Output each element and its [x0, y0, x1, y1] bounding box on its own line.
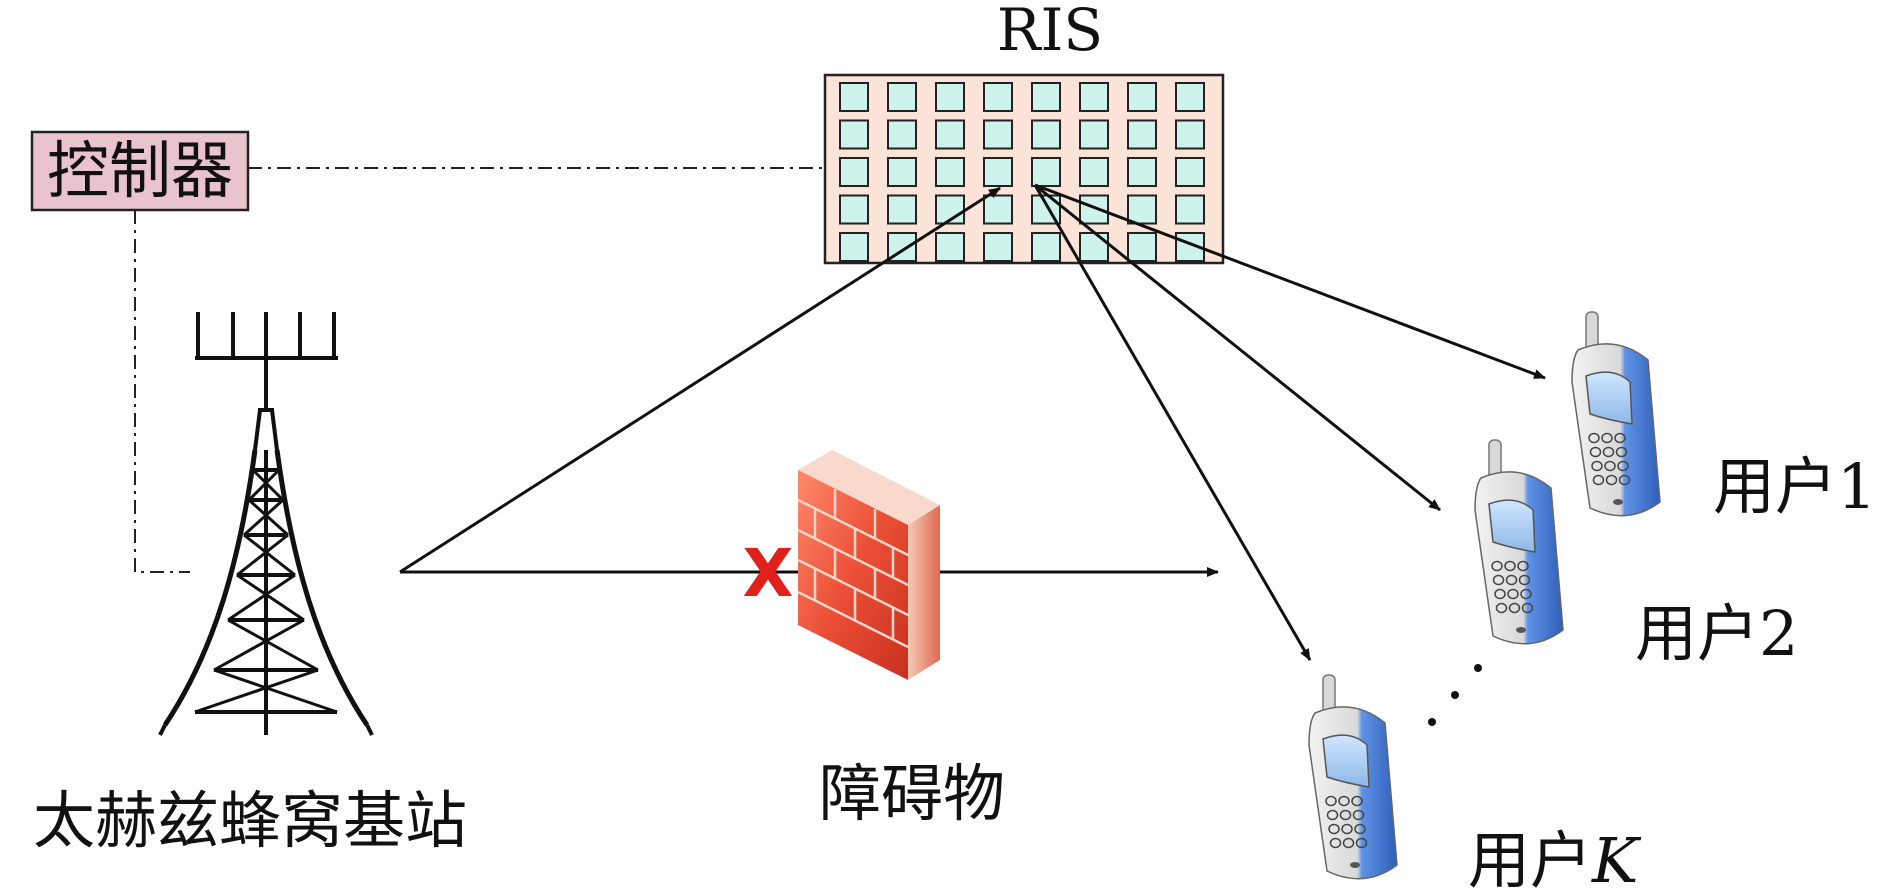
ris-to-user1-arrow — [1034, 183, 1546, 380]
ris-element — [983, 194, 1013, 225]
ris-element — [887, 119, 917, 150]
ris-element — [1079, 82, 1109, 112]
blocked-mark: X — [743, 535, 794, 612]
ris-element — [1127, 232, 1157, 262]
ris-to-userk-arrow — [1033, 184, 1312, 661]
ris-element — [839, 157, 869, 187]
ris-element — [1175, 119, 1205, 150]
controller-label: 控制器 — [47, 134, 233, 207]
ris-element — [983, 232, 1013, 262]
control-link-lines — [134, 167, 825, 573]
ris-element — [935, 82, 965, 112]
ris-element — [1175, 82, 1205, 112]
phone-icon — [1308, 674, 1398, 880]
ris-element — [839, 82, 869, 112]
ellipsis-dots — [1428, 664, 1482, 726]
controller-box: 控制器 — [30, 130, 250, 212]
base-station-label: 太赫兹蜂窝基站 — [33, 784, 467, 857]
ris-element — [1175, 194, 1205, 225]
obstacle-label: 障碍物 — [819, 757, 1005, 830]
userk-label: 用户K — [1468, 824, 1642, 895]
ris-element — [887, 157, 917, 187]
user2-label: 用户2 — [1635, 597, 1798, 670]
ris-label: RIS — [997, 0, 1103, 64]
ris-element — [935, 157, 965, 187]
ris-element — [983, 119, 1013, 150]
ris-element — [1127, 119, 1157, 150]
ris-element — [1031, 119, 1061, 150]
ris-element — [887, 82, 917, 112]
ris-element — [1127, 157, 1157, 187]
ris-element — [935, 232, 965, 262]
ris-element — [1031, 82, 1061, 112]
ris-element — [1079, 232, 1109, 262]
ris-element — [1079, 119, 1109, 150]
ris-element-grid — [839, 82, 1205, 262]
controller-to-bs-link — [134, 210, 190, 573]
ris-element — [983, 157, 1013, 187]
firewall-icon — [797, 450, 940, 680]
ris-element — [1079, 157, 1109, 187]
bs-to-ris-arrow — [399, 186, 1001, 574]
phone-icon — [1474, 439, 1564, 645]
ris-to-user2-arrow — [1034, 183, 1441, 512]
ris-element — [1031, 232, 1061, 262]
phone-icon — [1571, 311, 1661, 517]
ris-element — [935, 119, 965, 150]
ris-element — [1127, 82, 1157, 112]
ris-element — [1175, 232, 1205, 262]
signal-paths — [399, 183, 1546, 661]
ris-element — [1175, 157, 1205, 187]
ris-panel — [823, 73, 1225, 265]
tower-icon — [158, 312, 374, 736]
ris-element — [839, 194, 869, 225]
user1-label: 用户1 — [1713, 450, 1876, 523]
ris-element — [887, 194, 917, 225]
ris-element — [839, 119, 869, 150]
ris-element — [839, 232, 869, 262]
ris-element — [1127, 194, 1157, 225]
ris-element — [983, 82, 1013, 112]
ris-element — [1031, 157, 1061, 187]
